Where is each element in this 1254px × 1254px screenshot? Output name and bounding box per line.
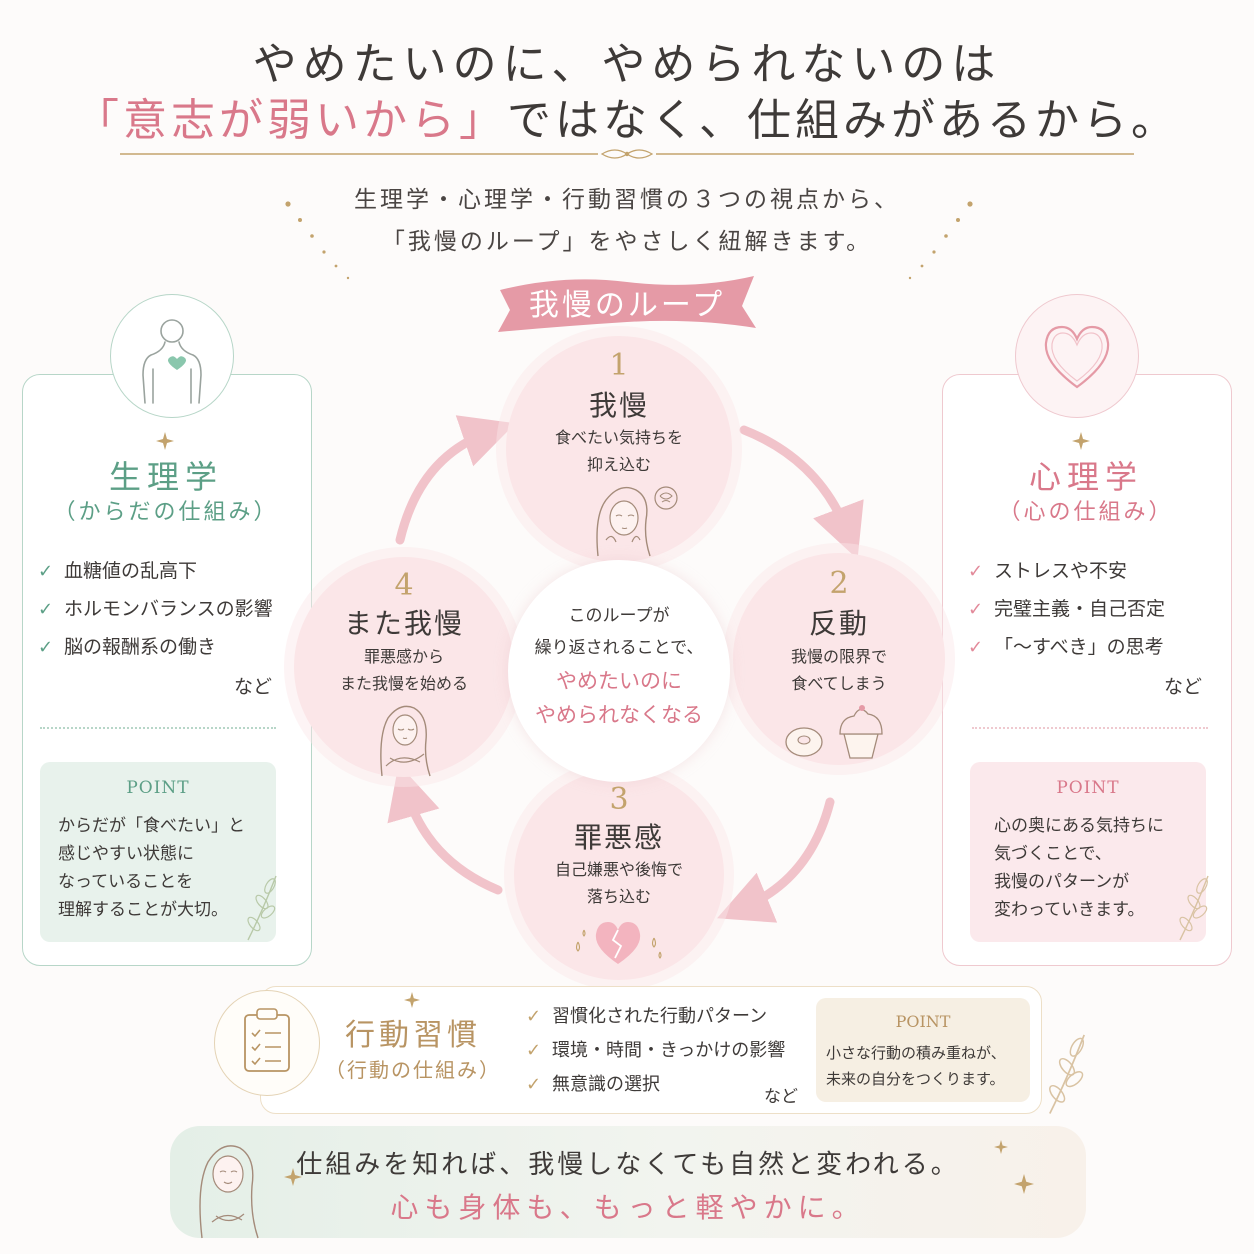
point-label: POINT xyxy=(1056,778,1120,798)
psychology-list: ✓ストレスや不安 ✓完璧主義・自己否定 ✓「〜すべき」の思考 xyxy=(968,552,1165,666)
check-icon: ✓ xyxy=(38,561,54,582)
list-item: ✓脳の報酬系の働き xyxy=(38,628,273,666)
psychology-subtitle: （心の仕組み） xyxy=(998,500,1174,525)
leaf-icon xyxy=(1179,875,1209,941)
sparkle-icon xyxy=(1072,432,1090,450)
psychology-icon-badge xyxy=(1015,294,1139,418)
sparkle-dots-right xyxy=(908,201,973,280)
check-icon: ✓ xyxy=(968,599,984,620)
list-item: ✓ストレスや不安 xyxy=(968,552,1165,590)
ribbon-label: 我慢のループ xyxy=(528,288,726,323)
behavior-etc: など xyxy=(764,1087,798,1107)
sparkle-icon xyxy=(404,992,420,1008)
page-title-line2: 「意志が弱いから」ではなく、仕組みがあるから。 xyxy=(0,84,1254,148)
loop-center-circle xyxy=(508,560,730,782)
banner-highlight: 心も身体も、もっと軽やかに。 xyxy=(390,1191,866,1224)
title-rest: ではなく、仕組みがあるから。 xyxy=(507,95,1179,146)
list-item: ✓習慣化された行動パターン xyxy=(526,1000,785,1034)
step-title: 反動 xyxy=(808,607,869,640)
leaf-icon xyxy=(247,875,277,941)
woman-smiling-icon xyxy=(199,1145,259,1239)
arrow-4-to-1 xyxy=(395,415,516,545)
behavior-list: ✓習慣化された行動パターン ✓環境・時間・きっかけの影響 ✓無意識の選択 xyxy=(526,1000,785,1102)
woman-calm-icon xyxy=(380,705,431,777)
psychology-point-text: 心の奥にある気持ちに 気づくことで、 我慢のパターンが 変わっていきます。 xyxy=(994,816,1164,920)
physiology-subtitle: （からだの仕組み） xyxy=(53,500,279,525)
step-number: 3 xyxy=(609,782,629,817)
psychology-point-box xyxy=(970,762,1206,942)
check-icon: ✓ xyxy=(526,1006,542,1027)
leaf-icon xyxy=(1049,1034,1085,1114)
clipboard-checklist-icon xyxy=(244,1008,290,1072)
list-item: ✓完璧主義・自己否定 xyxy=(968,590,1165,628)
psychology-etc: など xyxy=(1164,676,1203,698)
sparkle-icon xyxy=(284,1168,302,1186)
check-icon: ✓ xyxy=(526,1040,542,1061)
woman-stressed-icon xyxy=(596,486,678,557)
arrow-3-to-4 xyxy=(387,764,503,895)
behavior-point-text: 小さな行動の積み重ねが、 未来の自分をつくります。 xyxy=(826,1044,1006,1088)
psychology-title: 心理学 xyxy=(1028,458,1143,496)
check-icon: ✓ xyxy=(968,637,984,658)
divider xyxy=(972,727,1208,729)
sparkle-icon xyxy=(1014,1174,1034,1194)
step-description: 自己嫌悪や後悔で 落ち込む xyxy=(554,860,683,906)
step-number: 2 xyxy=(829,566,849,601)
banner-message: 仕組みを知れば、我慢しなくても自然と変われる。 xyxy=(296,1150,960,1180)
sparkle-dots-left xyxy=(285,201,350,280)
title-divider xyxy=(120,149,1134,159)
subtitle-line1: 生理学・心理学・行動習慣の３つの視点から、 xyxy=(354,187,900,213)
physiology-icon-badge xyxy=(110,294,234,418)
loop-center-text: このループが 繰り返されることで、 xyxy=(534,606,704,658)
physiology-list: ✓血糖値の乱高下 ✓ホルモンバランスの影響 ✓脳の報酬系の働き xyxy=(38,552,273,666)
sparkle-icon xyxy=(994,1140,1008,1154)
point-label: POINT xyxy=(126,778,190,798)
arrow-1-to-2 xyxy=(739,425,864,560)
arrow-2-to-3 xyxy=(717,797,835,923)
donut-cupcake-icon xyxy=(785,705,883,759)
physiology-title: 生理学 xyxy=(108,458,223,496)
list-item: ✓環境・時間・きっかけの影響 xyxy=(526,1034,785,1068)
list-item: ✓ホルモンバランスの影響 xyxy=(38,590,273,628)
check-icon: ✓ xyxy=(38,599,54,620)
behavior-point-box xyxy=(816,998,1030,1102)
physiology-point-box xyxy=(40,762,276,942)
loop-step-2 xyxy=(733,553,945,765)
title-highlight: 「意志が弱いから」 xyxy=(75,95,507,146)
step-number: 4 xyxy=(394,568,414,603)
check-icon: ✓ xyxy=(38,637,54,658)
physiology-etc: など xyxy=(234,676,273,698)
divider xyxy=(40,727,276,729)
broken-heart-icon xyxy=(575,922,662,964)
behavior-title: 行動習慣 xyxy=(345,1018,481,1053)
point-label: POINT xyxy=(895,1012,951,1031)
behavior-subtitle: （行動の仕組み） xyxy=(325,1058,501,1082)
body-heart-icon xyxy=(142,319,202,404)
step-description: 罪悪感から また我慢を始める xyxy=(339,647,468,693)
sparkle-icon xyxy=(156,432,174,450)
subtitle-line2: 「我慢のループ」をやさしく紐解きます。 xyxy=(381,229,873,255)
closing-banner xyxy=(170,1126,1086,1238)
step-description: 食べたい気持ちを 抑え込む xyxy=(554,428,683,474)
loop-ribbon xyxy=(498,276,756,332)
step-number: 1 xyxy=(609,348,629,383)
step-title: 我慢 xyxy=(588,389,649,422)
list-item: ✓無意識の選択 xyxy=(526,1068,785,1102)
list-item: ✓血糖値の乱高下 xyxy=(38,552,273,590)
step-title: また我慢 xyxy=(343,607,464,640)
step-title: 罪悪感 xyxy=(573,821,664,854)
list-item: ✓「〜すべき」の思考 xyxy=(968,628,1165,666)
page-title-line1: やめたいのに、やめられないのは xyxy=(252,39,1002,90)
behavior-icon-badge xyxy=(214,990,320,1096)
physiology-point-text: からだが「食べたい」と 感じやすい状態に なっていることを 理解することが大切。 xyxy=(58,816,245,920)
check-icon: ✓ xyxy=(968,561,984,582)
step-description: 我慢の限界で 食べてしまう xyxy=(790,647,887,693)
loop-center-highlight: やめたいのに やめられなくなる xyxy=(535,669,703,727)
heart-icon xyxy=(1044,325,1110,389)
check-icon: ✓ xyxy=(526,1074,542,1095)
